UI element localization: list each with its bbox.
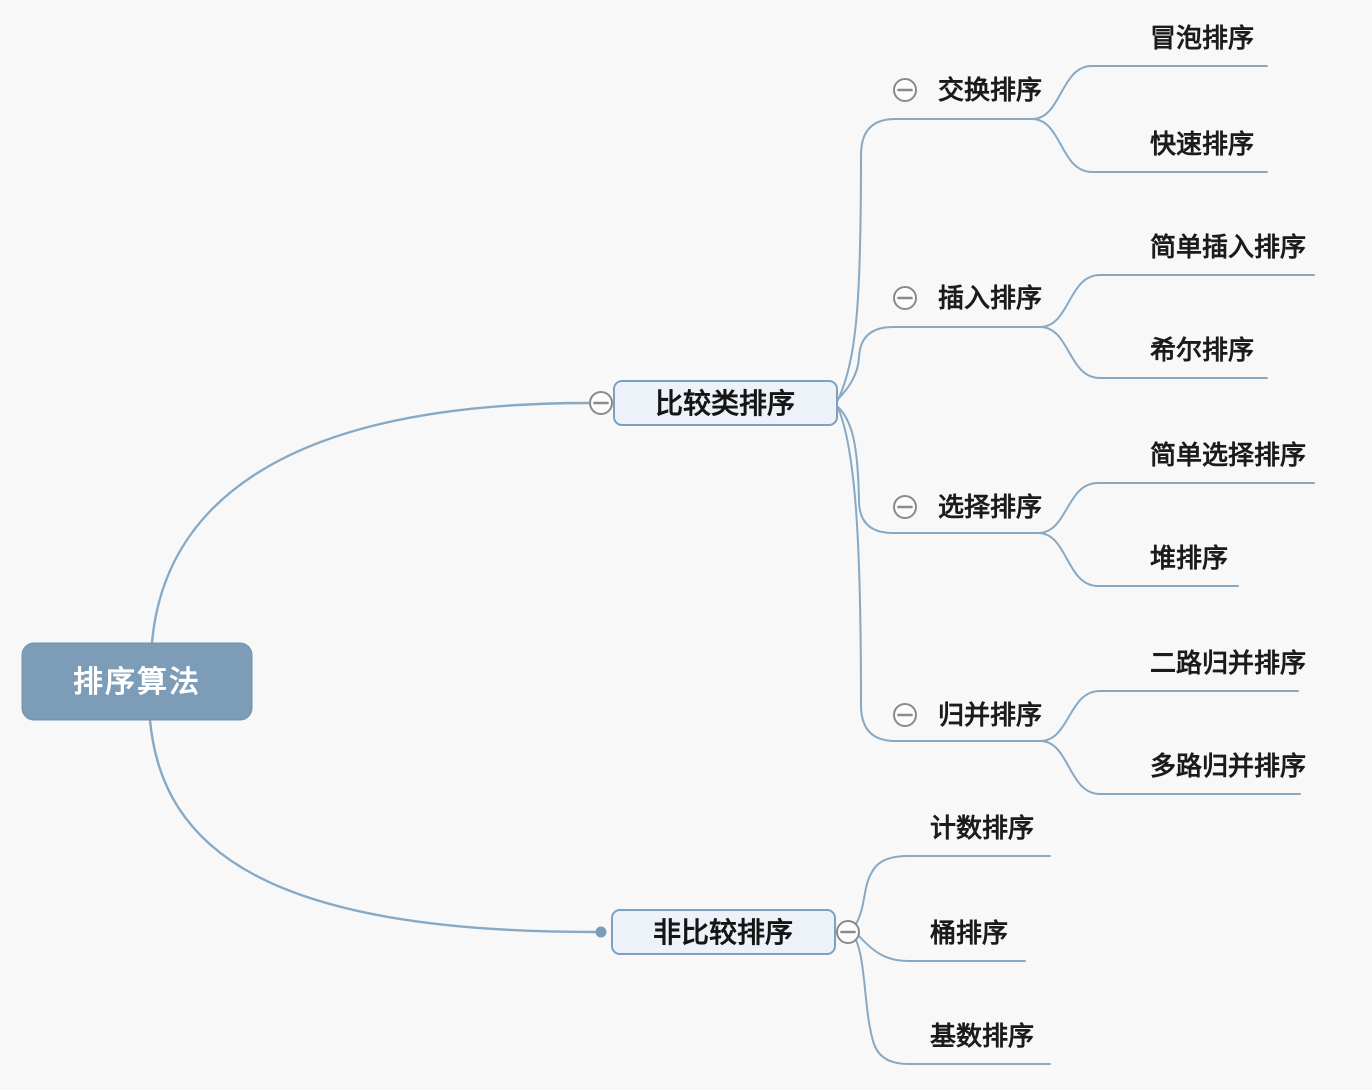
node-noncomparison-sort-label[interactable]: 非比较排序 [653, 916, 793, 948]
edge-to-heap-sort [1037, 532, 1239, 587]
collapse-icon-selection[interactable] [893, 495, 917, 519]
root-node-label[interactable]: 排序算法 [73, 665, 201, 699]
edge-to-bubble-sort [1031, 65, 1268, 120]
leaf-multi-way-merge-sort-label[interactable]: 多路归并排序 [1150, 751, 1306, 781]
node-noncomparison-sort[interactable]: 非比较排序 [611, 909, 836, 955]
edge-to-merge-sort [837, 407, 1041, 742]
edge-to-shell-sort [1039, 326, 1268, 379]
edge-to-simple-selection-sort [1037, 482, 1315, 534]
collapse-icon-comparison[interactable] [589, 391, 613, 415]
edge-to-counting-sort [855, 855, 1051, 925]
leaf-simple-insertion-sort-label[interactable]: 简单插入排序 [1150, 232, 1306, 262]
root-node-box[interactable] [21, 642, 253, 721]
node-comparison-sort[interactable]: 比较类排序 [613, 380, 838, 426]
edge-to-multi-way-merge-sort [1039, 740, 1301, 795]
collapse-icon-noncomparison[interactable] [836, 920, 860, 944]
leaf-simple-selection-sort-label[interactable]: 简单选择排序 [1150, 440, 1306, 470]
leaf-bucket-sort-label[interactable]: 桶排序 [930, 918, 1008, 948]
edge-to-bucket-sort [858, 935, 1026, 962]
collapse-icon-exchange[interactable] [893, 78, 917, 102]
node-comparison-sort-box[interactable] [613, 380, 838, 426]
leaf-counting-sort-label[interactable]: 计数排序 [930, 813, 1034, 843]
node-comparison-sort-label[interactable]: 比较类排序 [655, 387, 795, 419]
leaf-shell-sort-label[interactable]: 希尔排序 [1150, 335, 1254, 365]
leaf-two-way-merge-sort-label[interactable]: 二路归并排序 [1150, 648, 1306, 678]
leaf-heap-sort-label[interactable]: 堆排序 [1150, 543, 1228, 573]
node-noncomparison-sort-box[interactable] [611, 909, 836, 955]
node-selection-sort-label[interactable]: 选择排序 [938, 492, 1042, 522]
edge-to-selection-sort [837, 406, 1039, 534]
branch-end-dot [595, 926, 607, 938]
leaf-bubble-sort-label[interactable]: 冒泡排序 [1150, 23, 1254, 53]
edge-to-exchange-sort [837, 118, 1033, 401]
edge-to-insertion-sort [837, 326, 1041, 400]
root-node[interactable]: 排序算法 [21, 642, 253, 721]
collapse-icon-merge[interactable] [893, 703, 917, 727]
edge-to-simple-insertion-sort [1039, 274, 1315, 328]
leaf-radix-sort-label[interactable]: 基数排序 [930, 1021, 1034, 1051]
edge-to-radix-sort [855, 939, 1051, 1065]
leaf-quick-sort-label[interactable]: 快速排序 [1150, 129, 1254, 159]
node-merge-sort-label[interactable]: 归并排序 [938, 700, 1042, 730]
collapse-icon-insertion[interactable] [893, 286, 917, 310]
node-insertion-sort-label[interactable]: 插入排序 [938, 283, 1042, 313]
node-exchange-sort-label[interactable]: 交换排序 [938, 75, 1042, 105]
edge-to-quick-sort [1031, 118, 1268, 173]
edge-root-to-comparison [150, 401, 591, 645]
edge-root-to-noncomparison [148, 718, 597, 934]
edge-to-two-way-merge-sort [1039, 690, 1299, 742]
